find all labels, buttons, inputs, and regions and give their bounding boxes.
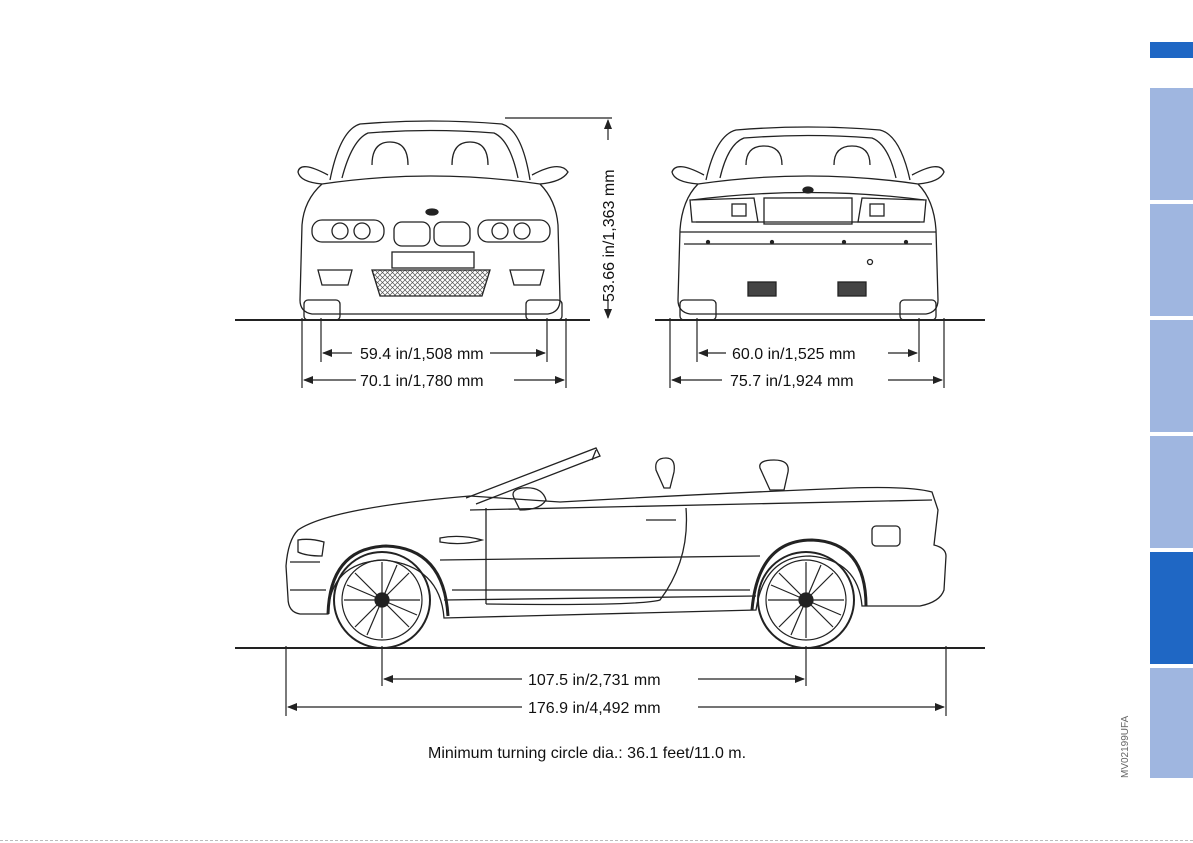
wheelbase-label: 107.5 in/2,731 mm — [528, 672, 661, 689]
rear-view-drawing — [655, 127, 985, 320]
side-view-drawing — [235, 448, 985, 648]
page-bottom-rule — [0, 840, 1193, 842]
turning-circle-caption: Minimum turning circle dia.: 36.1 feet/1… — [428, 745, 746, 762]
length-label: 176.9 in/4,492 mm — [528, 700, 661, 717]
front-wheel — [334, 552, 430, 648]
height-label: 53.66 in/1,363 mm — [601, 169, 618, 302]
front-view-drawing — [235, 121, 590, 320]
front-width-label: 70.1 in/1,780 mm — [360, 373, 484, 390]
rear-wheel — [758, 552, 854, 648]
rear-width-label: 75.7 in/1,924 mm — [730, 373, 854, 390]
front-track-label: 59.4 in/1,508 mm — [360, 346, 484, 363]
rear-track-label: 60.0 in/1,525 mm — [732, 346, 856, 363]
